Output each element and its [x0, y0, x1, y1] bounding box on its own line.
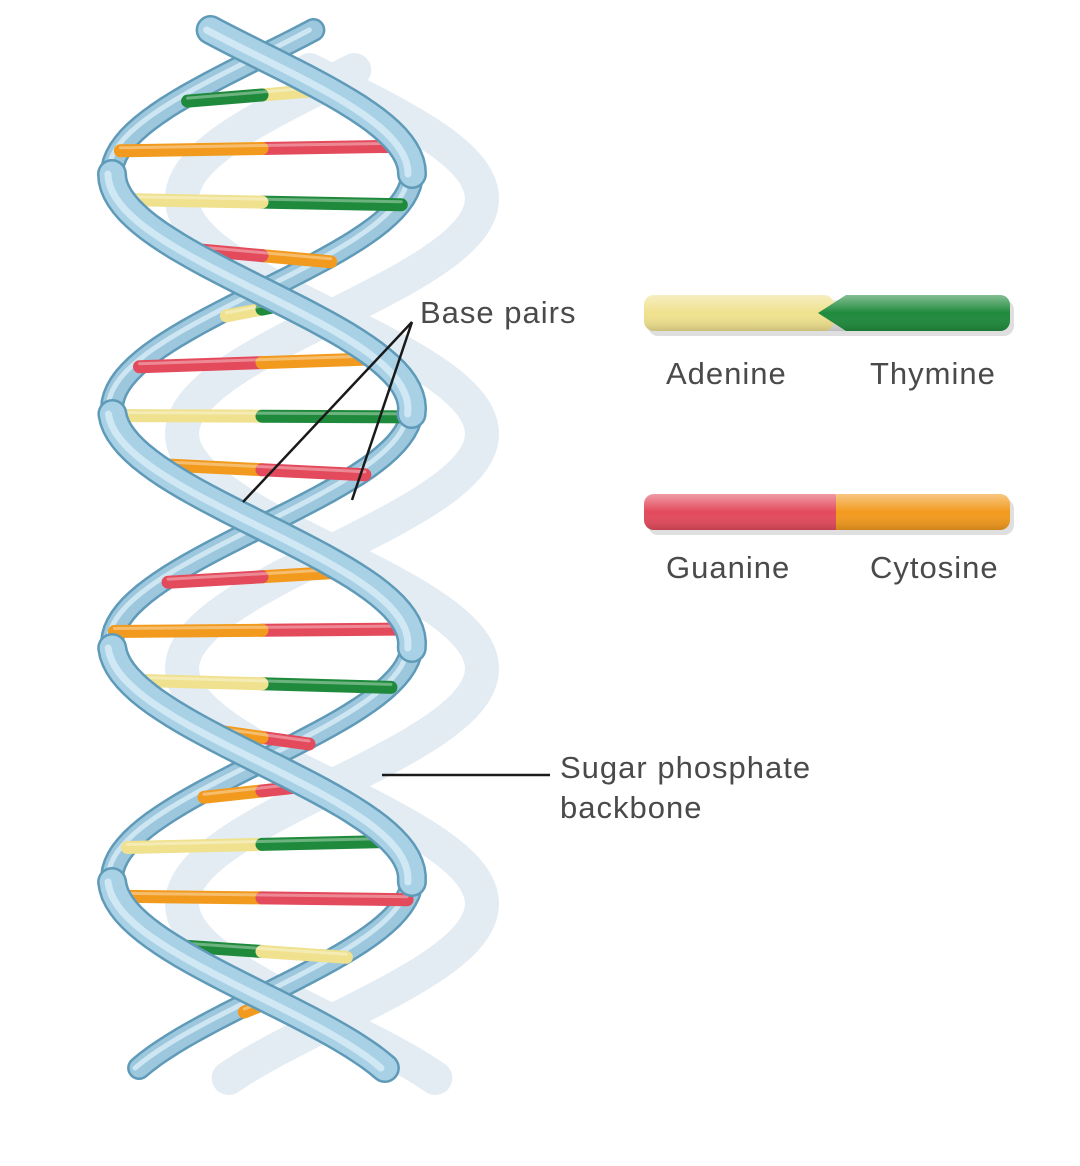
legend-cytosine-label: Cytosine: [870, 550, 999, 585]
base-pair-cytosine-guanine: [117, 893, 407, 900]
base-pair-thymine-adenine: [123, 197, 402, 205]
legend-gc: Guanine Cytosine: [644, 494, 1014, 585]
base-pair-adenine-thymine: [113, 413, 411, 417]
legend-adenine-label: Adenine: [666, 356, 787, 391]
legend-at-shine: [644, 295, 1010, 331]
legend-thymine-label: Thymine: [870, 356, 996, 391]
legend-at: Adenine Thymine: [644, 295, 1014, 391]
base-pair-guanine-cytosine: [140, 356, 385, 367]
backbone-label-line1: Sugar phosphate: [560, 750, 811, 785]
base-pair-adenine-thymine: [128, 838, 397, 847]
cytosine-segment: [114, 630, 262, 631]
legend-guanine-label: Guanine: [666, 550, 790, 585]
backbone-label-line2: backbone: [560, 790, 702, 825]
guanine-segment: [262, 629, 410, 630]
base-pair-shine: [113, 413, 411, 414]
base-pair-thymine-adenine: [133, 677, 391, 687]
base-pair-guanine-cytosine: [120, 143, 403, 151]
base-pairs-label: Base pairs: [420, 295, 576, 330]
legend-gc-shine: [644, 494, 1010, 530]
base-pair-guanine-cytosine: [114, 626, 409, 632]
thymine-segment: [262, 416, 411, 417]
guanine-segment: [262, 898, 407, 900]
adenine-segment: [113, 416, 262, 417]
cytosine-segment: [117, 896, 262, 898]
